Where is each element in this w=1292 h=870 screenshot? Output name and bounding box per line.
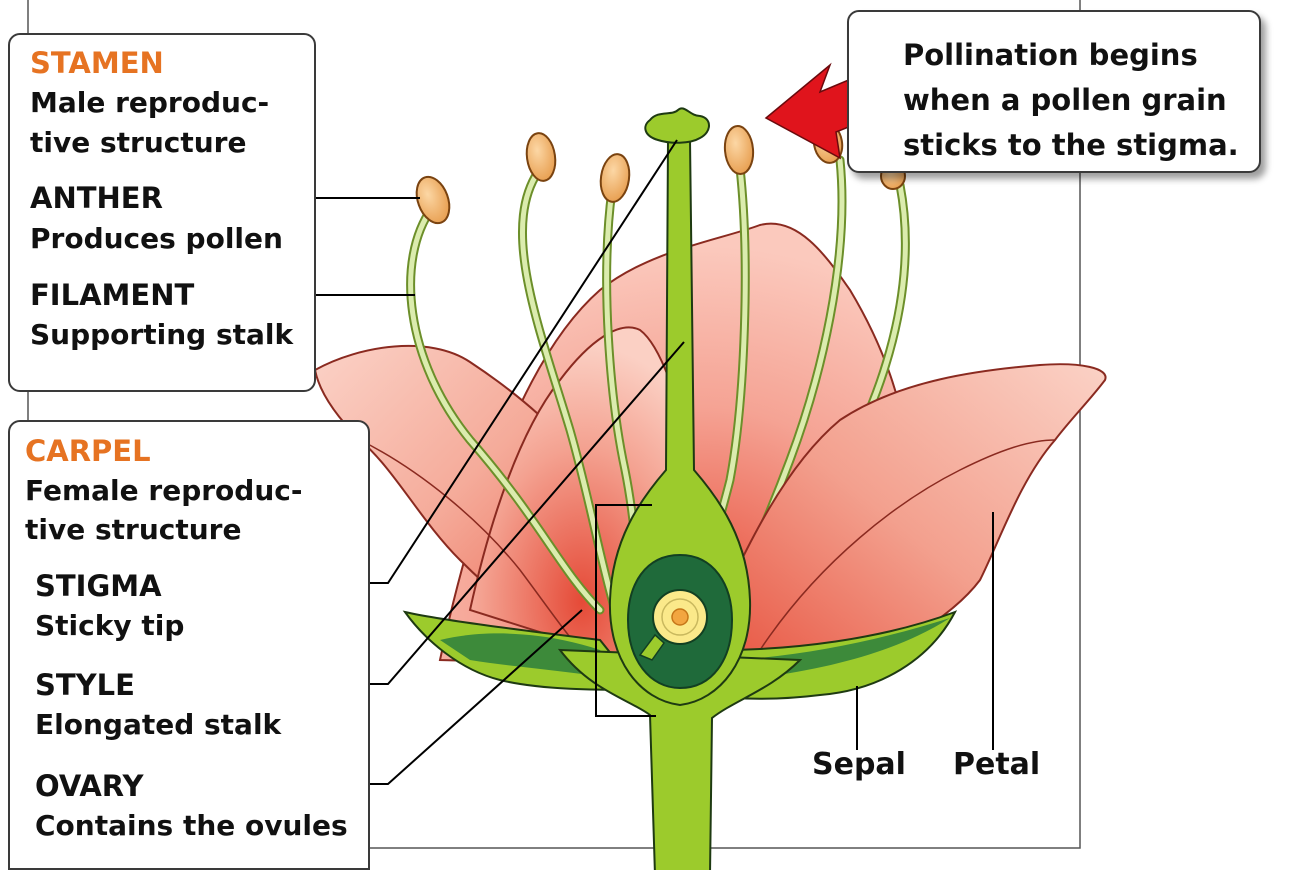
ovule-stalk xyxy=(638,633,665,661)
carpel-bracket xyxy=(595,504,656,717)
filament-term: FILAMENT xyxy=(30,278,195,312)
carpel-panel xyxy=(8,420,370,870)
ovule-outer-ring xyxy=(661,598,699,636)
filament-desc: Supporting stalk xyxy=(30,318,294,351)
carpel-heading: CARPEL xyxy=(25,434,151,468)
stigma xyxy=(644,107,710,144)
stamen-heading: STAMEN xyxy=(30,46,164,80)
carpel-desc-line1: Female reproduc- xyxy=(25,474,303,507)
ovule-core xyxy=(671,608,689,626)
stigma-term: STIGMA xyxy=(35,569,162,603)
pollination-callout-text: Pollination begins when a pollen grain s… xyxy=(903,38,1239,162)
sepal-label: Sepal xyxy=(812,747,906,782)
stamen-desc-line1: Male reproduc- xyxy=(30,86,270,119)
pollination-callout xyxy=(847,10,1261,173)
anther-desc: Produces pollen xyxy=(30,222,283,255)
petal-right-vein xyxy=(759,439,1056,651)
anther-term: ANTHER xyxy=(30,181,163,215)
stigma-desc: Sticky tip xyxy=(35,609,185,642)
ovary-desc: Contains the ovules xyxy=(35,809,348,842)
petal-left-vein xyxy=(359,439,591,661)
style-desc: Elongated stalk xyxy=(35,708,282,741)
stamen-desc-line2: tive structure xyxy=(30,126,247,159)
petal-label: Petal xyxy=(953,747,1041,782)
style-term: STYLE xyxy=(35,668,135,702)
carpel-desc-line2: tive structure xyxy=(25,513,242,546)
style xyxy=(608,139,752,707)
petal-right xyxy=(698,363,1107,692)
ovary-term: OVARY xyxy=(35,769,144,803)
stamen-panel xyxy=(8,33,316,392)
